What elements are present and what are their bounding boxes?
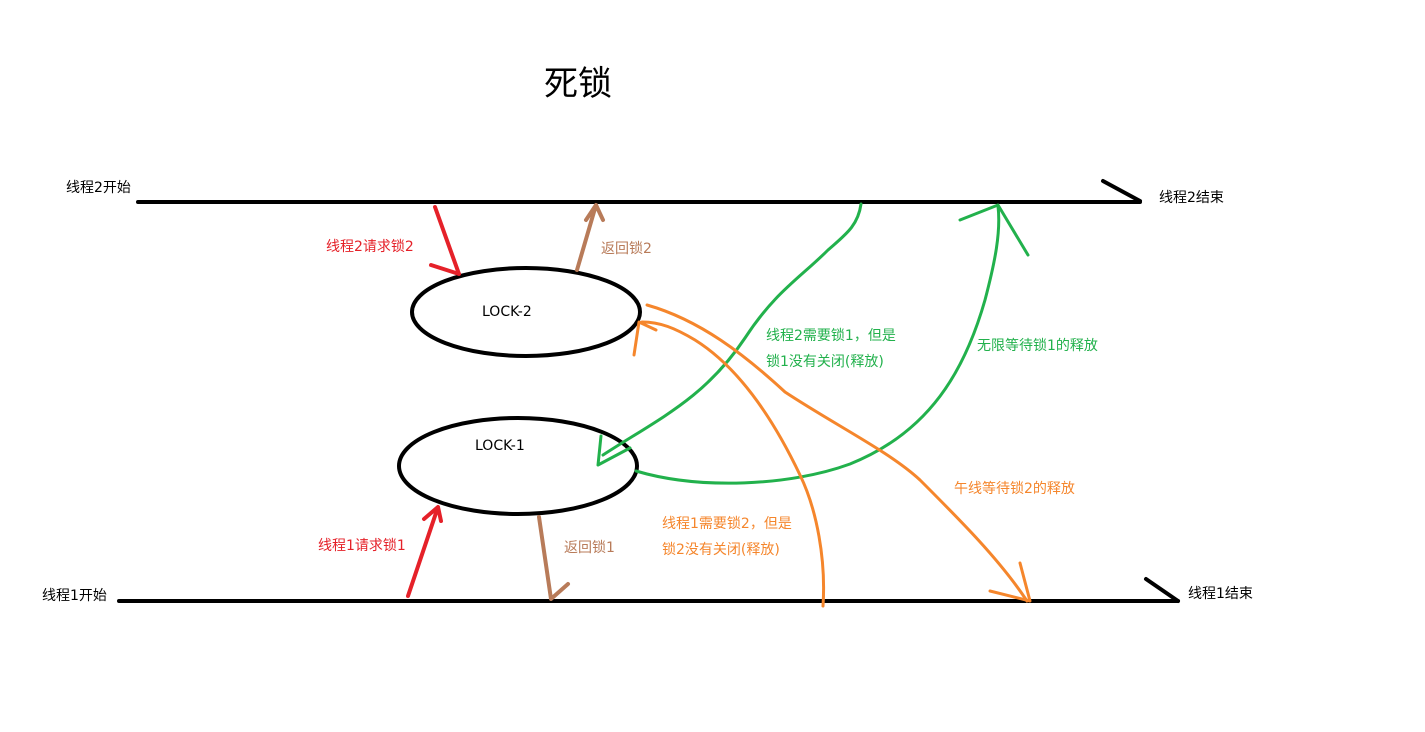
lock1-label: LOCK-1 xyxy=(475,438,525,454)
lock2-label: LOCK-2 xyxy=(482,304,532,320)
thread2-needs-lock1-arrow xyxy=(601,202,863,457)
return-lock1-label: 返回锁1 xyxy=(564,540,615,556)
thread1-wait-label: 午线等待锁2的释放 xyxy=(954,481,1075,497)
thread2-needs-lock1-label-line1: 线程2需要锁1，但是 xyxy=(766,328,896,344)
thread2-request-label: 线程2请求锁2 xyxy=(326,239,414,255)
diagram-title: 死锁 xyxy=(544,64,612,104)
thread2-request-arrow xyxy=(429,205,461,276)
return-lock2-arrow xyxy=(575,203,605,272)
thread1-request-arrow xyxy=(406,505,443,598)
return-lock2-label: 返回锁2 xyxy=(601,241,652,257)
thread1-end-label: 线程1结束 xyxy=(1188,586,1253,602)
thread1-needs-lock2-label-line2: 锁2没有关闭(释放) xyxy=(662,542,780,558)
thread2-needs-lock1-arrowhead xyxy=(596,434,632,467)
thread2-wait-label: 无限等待锁1的释放 xyxy=(977,338,1098,354)
thread2-end-label: 线程2结束 xyxy=(1159,190,1224,206)
lock1-ellipse xyxy=(397,416,639,516)
thread1-needs-lock2-arrowhead xyxy=(632,320,658,357)
thread2-timeline-arrowhead xyxy=(1101,179,1142,203)
lock2-ellipse xyxy=(410,266,642,358)
thread1-wait-lock2-curve xyxy=(645,303,1029,603)
thread2-wait-lock1-curve xyxy=(634,204,1001,485)
thread2-needs-lock1-label-line2: 锁1没有关闭(释放) xyxy=(766,354,884,370)
thread1-timeline-arrowhead xyxy=(1144,577,1180,603)
thread1-request-label: 线程1请求锁1 xyxy=(318,538,406,554)
thread1-start-label: 线程1开始 xyxy=(42,588,107,604)
thread2-start-label: 线程2开始 xyxy=(66,180,131,196)
thread2-wait-lock1-arrowhead xyxy=(958,203,1030,257)
return-lock1-arrow xyxy=(537,515,570,601)
thread1-needs-lock2-arrow xyxy=(640,320,826,608)
thread1-needs-lock2-label-line1: 线程1需要锁2，但是 xyxy=(662,516,792,532)
thread1-wait-lock2-arrowhead xyxy=(988,561,1032,603)
